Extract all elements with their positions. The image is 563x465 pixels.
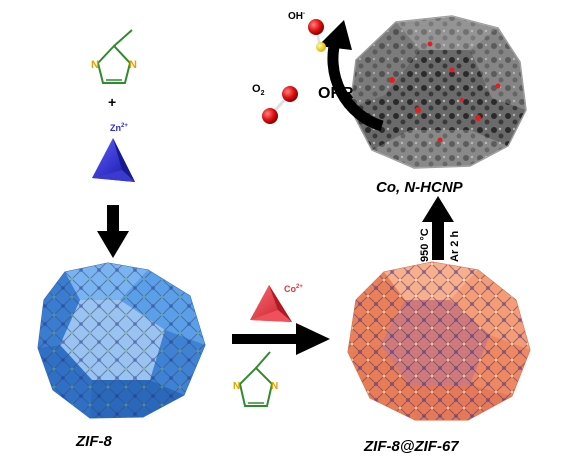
nitrogen-label: N	[91, 59, 99, 71]
o2-label: O2	[252, 83, 265, 97]
temperature-condition: 950 °C	[419, 228, 431, 262]
plus-sign: +	[108, 94, 116, 110]
zinc-ion-label: Zn2+	[110, 123, 128, 133]
zif8-zif67-polyhedron	[347, 261, 531, 421]
zinc-tetrahedron-icon	[92, 138, 135, 182]
zif8-zif67-label: ZIF-8@ZIF-67	[363, 438, 459, 455]
zif8-label: ZIF-8	[75, 433, 112, 450]
oxygen-atom	[262, 108, 278, 124]
oxygen-atom	[282, 86, 298, 102]
nitrogen-label: N	[271, 381, 278, 392]
oxygen-atom	[308, 19, 324, 35]
cobalt-ion-label: Co2+	[284, 284, 303, 294]
imidazole-ring	[96, 44, 132, 84]
nitrogen-label: N	[129, 59, 137, 71]
nitrogen-label: N	[233, 381, 240, 392]
zif8-polyhedron	[37, 262, 206, 419]
orr-curved-arrow	[318, 20, 384, 132]
methyl-bond	[113, 29, 133, 47]
oxygen-molecule	[262, 86, 298, 124]
hydroxide-molecule	[308, 19, 326, 52]
atmosphere-condition: Ar 2 h	[449, 231, 461, 262]
imidazole-ring	[238, 366, 274, 407]
down-arrow	[97, 205, 129, 258]
orr-label: ORR	[318, 85, 354, 102]
imidazole-molecule-top: N N	[91, 29, 137, 84]
methyl-bond	[255, 351, 271, 369]
cnp-polyhedron	[349, 15, 527, 169]
cnp-label: Co, N-HCNP	[376, 179, 464, 196]
imidazole-molecule-bottom: N N	[233, 351, 278, 407]
up-arrow	[422, 196, 454, 260]
hydrogen-atom	[316, 42, 326, 52]
cobalt-tetrahedron-icon	[250, 285, 292, 322]
oh-label: OH-	[288, 11, 305, 22]
right-arrow	[232, 323, 330, 355]
cobalt-nanoparticles	[369, 41, 501, 143]
